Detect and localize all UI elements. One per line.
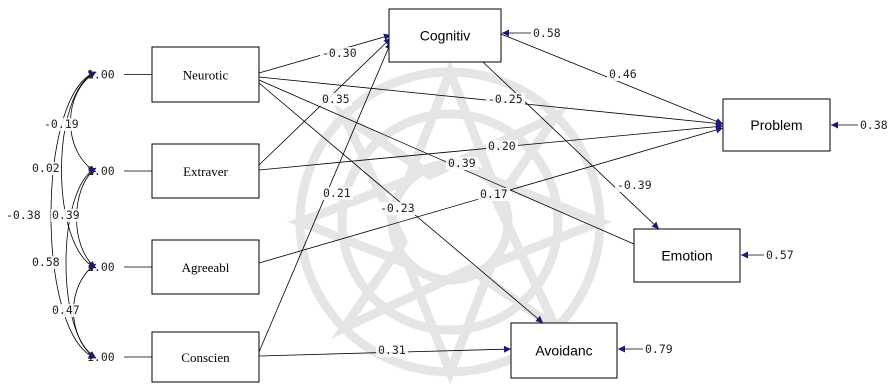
variance-label-neurotic: 1.00: [87, 68, 115, 82]
variance-label-conscien: 1.00: [87, 350, 115, 364]
path-label-bg: [486, 93, 525, 106]
labels-layer: 1.00 1.00 1.00 1.00 -0.19 0.02 -0.38 0.39 0.58 0.…: [5, 26, 888, 364]
path-label-bg: [321, 187, 353, 200]
node-box-emotion: [633, 228, 741, 283]
path-arrow-cognitiv-emotion: [482, 61, 660, 230]
path-label-bg: [376, 344, 408, 357]
path-label-bg: [486, 140, 518, 153]
covariance-label-bg: [31, 256, 61, 269]
covariance-label-extraver-agreeabl: 0.39: [52, 208, 80, 222]
node-box-agreeabl: [151, 239, 260, 295]
path-label-bg: [607, 68, 639, 81]
covariance-label-extraver-conscien: 0.58: [32, 255, 60, 269]
path-coef-extraver-problem: 0.20: [488, 139, 516, 153]
node-box-extraver: [151, 143, 260, 199]
path-label-bg: [615, 179, 654, 192]
variance-label-extraver: 1.00: [87, 164, 115, 178]
node-box-problem: [722, 98, 831, 152]
path-coef-agreeabl-problem: 0.17: [480, 187, 508, 201]
node-label-emotion: Emotion: [661, 248, 712, 264]
node-label-conscien: Conscien: [181, 350, 230, 365]
path-label-bg: [320, 47, 359, 60]
node-avoidanc: Avoidanc: [510, 322, 618, 379]
node-label-avoidanc: Avoidanc: [535, 343, 592, 359]
path-coef-neurotic-avoidanc: -0.23: [380, 201, 415, 215]
node-label-problem: Problem: [750, 117, 802, 133]
path-coef-conscien-avoidanc: 0.31: [378, 343, 406, 357]
error-label-emotion: 0.57: [766, 248, 794, 262]
node-label-agreeabl: Agreeabl: [182, 260, 230, 275]
error-label-problem: 0.38: [860, 118, 888, 132]
error-label-avoidanc: 0.79: [645, 342, 673, 356]
error-label-cognitiv: 0.58: [533, 26, 561, 40]
node-conscien: Conscien: [151, 331, 260, 383]
path-label-bg: [478, 188, 510, 201]
covariance-label-bg: [51, 209, 81, 222]
path-coef-conscien-cognitiv: 0.21: [323, 186, 351, 200]
covariance-label-bg: [43, 118, 80, 131]
variance-label-agreeabl: 1.00: [87, 260, 115, 274]
node-box-neurotic: [151, 46, 260, 103]
covariance-label-neurotic-extraver: -0.19: [44, 117, 79, 131]
covariance-label-bg: [5, 209, 42, 222]
node-box-cognitiv: [388, 8, 502, 63]
covariance-label-bg: [51, 304, 81, 317]
path-coef-neurotic-problem: -0.25: [488, 92, 523, 106]
node-emotion: Emotion: [633, 228, 741, 283]
covariance-label-neurotic-agreeabl: 0.02: [32, 161, 60, 175]
node-problem: Problem: [722, 98, 831, 152]
node-label-extraver: Extraver: [183, 164, 228, 179]
path-label-bg: [378, 202, 417, 215]
covariance-label-bg: [31, 162, 61, 175]
path-label-bg: [446, 157, 478, 170]
path-coef-cognitiv-problem: 0.46: [609, 67, 637, 81]
node-extraver: Extraver: [151, 143, 260, 199]
node-agreeabl: Agreeabl: [151, 239, 260, 295]
path-coef-extraver-cognitiv: 0.35: [322, 92, 350, 106]
node-neurotic: Neurotic: [151, 46, 260, 103]
covariance-label-neurotic-conscien: -0.38: [6, 208, 41, 222]
node-box-conscien: [151, 331, 260, 383]
node-box-avoidanc: [510, 322, 618, 379]
node-label-neurotic: Neurotic: [183, 68, 229, 83]
path-label-bg: [320, 93, 352, 106]
node-label-cognitiv: Cognitiv: [420, 28, 471, 44]
path-coef-neurotic-cognitiv: -0.30: [322, 46, 357, 60]
path-coef-cognitiv-emotion: -0.39: [617, 178, 652, 192]
covariance-arc-neurotic-agreeabl: [61, 71, 97, 269]
path-coef-neurotic-emotion: 0.39: [448, 156, 476, 170]
node-cognitiv: Cognitiv: [388, 8, 502, 63]
covariance-label-agreeabl-conscien: 0.47: [52, 303, 80, 317]
